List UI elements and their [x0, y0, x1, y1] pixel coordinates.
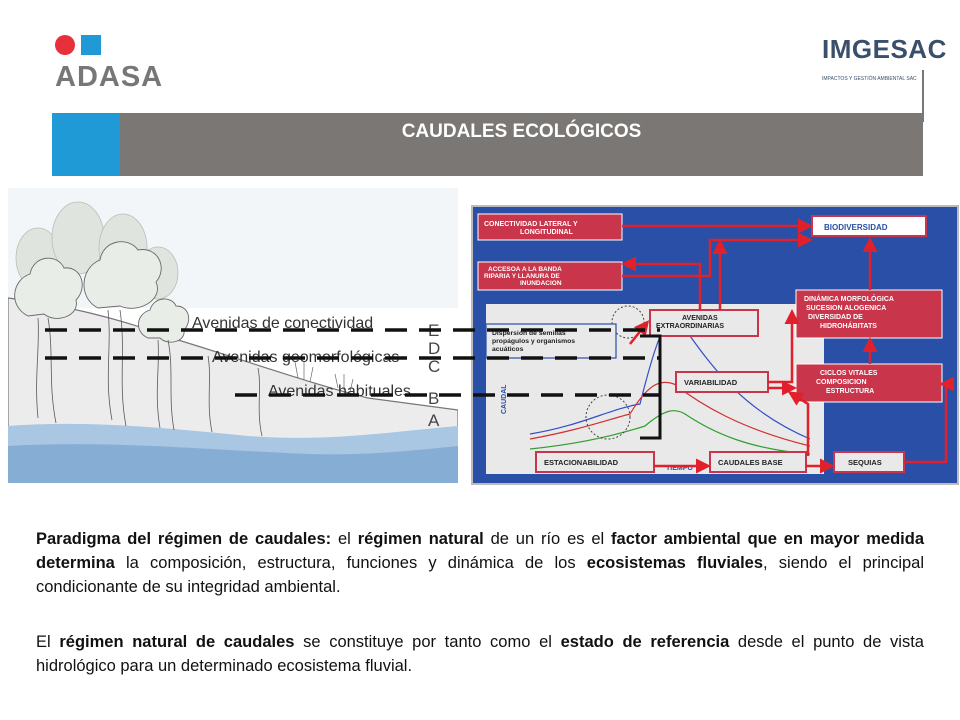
node-ciclos	[795, 363, 943, 403]
axis-caudal: CAUDAL	[501, 384, 508, 414]
curve-green	[529, 410, 811, 455]
body-text: se constituye por tanto como el	[294, 633, 561, 651]
flow-arrows	[621, 218, 954, 474]
node-avenidas	[649, 309, 759, 337]
node-sequias-label: SEQUIAS	[848, 458, 882, 467]
emphasis-text: ecosistemas fluviales	[586, 554, 764, 572]
level-letter: C	[428, 357, 440, 376]
adasa-wordmark: ADASA	[55, 61, 164, 93]
node-acceso	[477, 261, 623, 291]
level-letter: E	[428, 321, 439, 340]
node-variabilidad-label: VARIABILIDAD	[684, 378, 738, 387]
adasa-logo: ADASA	[55, 35, 185, 95]
logo-blue-square	[81, 35, 101, 55]
title-band	[120, 113, 923, 176]
node-biodiversidad-label: BIODIVERSIDAD	[824, 223, 888, 232]
emphasis-text: factor ambiental que en mayor medida det…	[36, 530, 924, 572]
logo-rule	[922, 70, 924, 122]
node-estacionalidad-label: ESTACIONABILIDAD	[544, 458, 619, 467]
emphasis-text: régimen natural de caudales	[59, 633, 295, 651]
riverbank-illustration: Avenidas de conectividad Avenidas geomor…	[8, 188, 458, 483]
body-text: la composición, estructura, funciones y …	[114, 554, 587, 572]
page-title: CAUDALES ECOLÓGICOS	[401, 121, 642, 142]
level-letter: D	[428, 339, 440, 358]
title-band-accent	[52, 113, 120, 176]
label-avenidas-habituales: Avenidas habituales	[268, 383, 411, 400]
body-text: el	[331, 530, 358, 548]
node-estacionalidad	[535, 451, 655, 473]
node-caudales-base-label: CAUDALES BASE	[718, 458, 783, 467]
label-avenidas-geomorfologicas: Avenidas geomorfológicas	[212, 349, 399, 366]
body-text: , siendo el principal condicionante de s…	[36, 554, 925, 596]
imgesac-tagline: IMPACTOS Y GESTIÓN AMBIENTAL SAC	[822, 76, 917, 82]
level-letter: A	[428, 411, 440, 430]
node-conectividad	[477, 213, 623, 241]
node-dinamica	[795, 289, 943, 339]
emphasis-text: estado de referencia	[560, 633, 730, 651]
highlight-circle	[585, 394, 631, 440]
body-text: de un río es el	[483, 530, 612, 548]
body-text: El	[36, 633, 60, 651]
emphasis-text: Paradigma del régimen de caudales:	[36, 530, 332, 548]
label-avenidas-conectividad: Avenidas de conectividad	[192, 315, 373, 332]
paragraph-referencia: El régimen natural de caudales se consti…	[36, 630, 924, 678]
emphasis-text: régimen natural	[357, 530, 484, 548]
axis-tiempo: TIEMPO	[666, 465, 693, 472]
logo-red-dot	[55, 35, 75, 55]
level-letter: B	[428, 389, 439, 408]
body-text: desde el punto de vista hidrológico para…	[36, 633, 924, 675]
imgesac-logo: IMGESAC IMPACTOS Y GESTIÓN AMBIENTAL SAC	[820, 30, 946, 122]
imgesac-wordmark: IMGESAC	[822, 34, 947, 64]
paragraph-paradigma: Paradigma del régimen de caudales: el ré…	[36, 527, 924, 599]
